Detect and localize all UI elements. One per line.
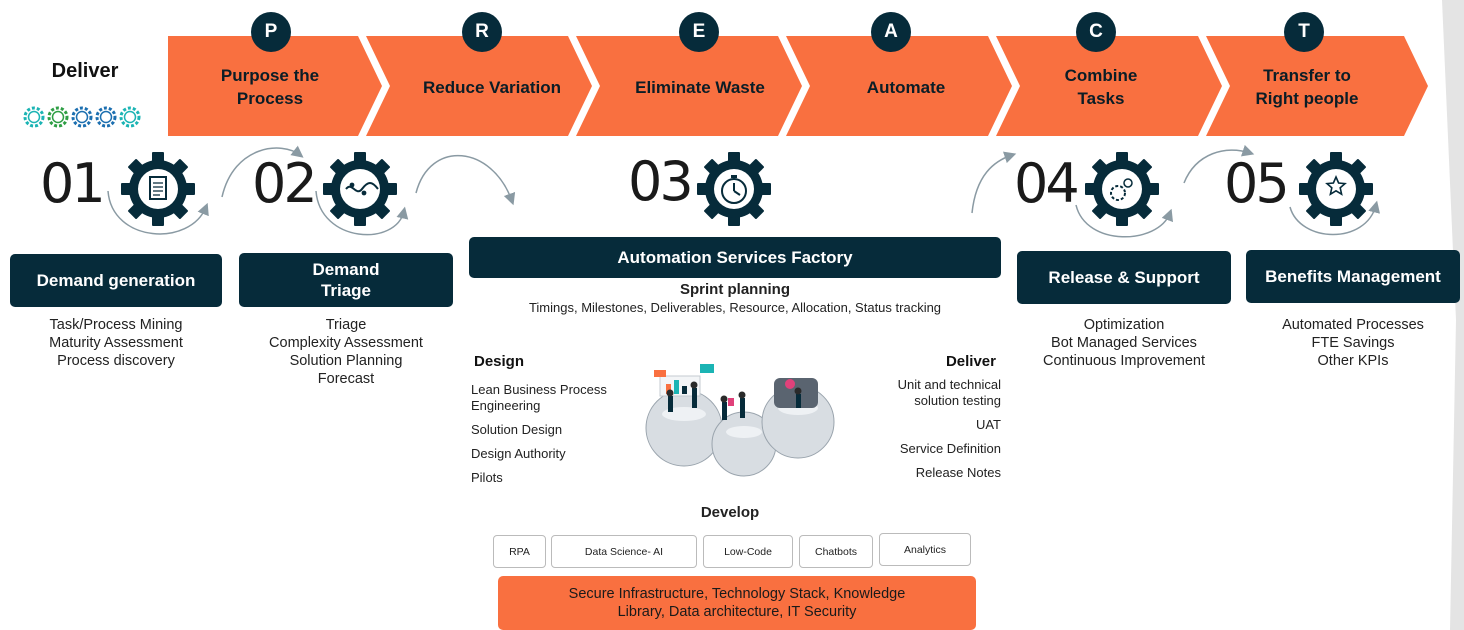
design-item: Lean Business Process Engineering xyxy=(471,382,607,413)
deliver-item: Service Definition xyxy=(899,441,1001,456)
stage-number-05: 05 xyxy=(1224,152,1290,215)
benefits-management-box: Benefits Management xyxy=(1246,250,1460,303)
design-item: Design Authority xyxy=(471,446,566,461)
infrastructure-box: Secure Infrastructure, Technology Stack,… xyxy=(498,576,976,630)
design-title: Design xyxy=(474,353,525,370)
develop-pill-low-code: Low-Code xyxy=(703,535,793,568)
automation-services-factory-box: Automation Services Factory xyxy=(469,237,1001,278)
chevron-a xyxy=(786,36,1012,136)
letter-p-badge: P xyxy=(251,12,291,52)
letter-c-badge: C xyxy=(1076,12,1116,52)
chevron-e xyxy=(576,36,802,136)
demand-generation-box: Demand generation xyxy=(10,254,222,307)
deliver-item: UAT xyxy=(975,417,1001,432)
deliver-column-title: Deliver xyxy=(945,353,996,370)
chevron-t xyxy=(1206,36,1428,136)
stage-number-03: 03 xyxy=(628,150,694,213)
flow-gear-icon xyxy=(323,152,397,226)
stage-gears-layer xyxy=(107,144,1380,238)
release-support-box: Release & Support xyxy=(1017,251,1231,304)
chevron-label-eliminate: Eliminate Waste xyxy=(635,77,765,97)
stars-gear-icon xyxy=(1299,152,1373,226)
deliver-item: Release Notes xyxy=(915,465,1001,480)
team-gears-illustration xyxy=(645,364,835,477)
develop-pill-chatbots: Chatbots xyxy=(799,535,873,568)
deliver-heading: Deliver xyxy=(51,60,119,82)
gears-row-icon xyxy=(23,106,141,128)
design-item: Pilots xyxy=(471,470,503,485)
stage-number-01: 01 xyxy=(40,152,106,215)
letter-r-badge: R xyxy=(462,12,502,52)
right-edge-band xyxy=(1442,0,1464,630)
letter-t-badge: T xyxy=(1284,12,1324,52)
letter-a-badge: A xyxy=(871,12,911,52)
deliver-item: Unit and technical solution testing xyxy=(897,377,1001,408)
develop-title: Develop xyxy=(700,504,760,521)
document-gear-icon xyxy=(121,152,195,226)
design-item: Solution Design xyxy=(471,422,563,437)
settings-gear-icon xyxy=(1085,152,1159,226)
develop-pill-analytics: Analytics xyxy=(879,533,971,566)
stage-number-04: 04 xyxy=(1014,152,1080,215)
chevron-label-reduce: Reduce Variation xyxy=(423,77,561,97)
stopwatch-gear-icon xyxy=(697,152,771,226)
chevron-c xyxy=(996,36,1222,136)
chevron-p xyxy=(168,36,382,136)
develop-pill-data-science: Data Science- AI xyxy=(551,535,697,568)
prepact-chevron-band xyxy=(168,36,1428,136)
chevron-r xyxy=(366,36,592,136)
chevron-label-automate: Automate xyxy=(866,77,946,97)
develop-pill-rpa: RPA xyxy=(493,535,546,568)
letter-e-badge: E xyxy=(679,12,719,52)
sprint-planning-items: Timings, Milestones, Deliverables, Resou… xyxy=(528,300,942,315)
sprint-planning-title: Sprint planning xyxy=(680,281,790,298)
stage-number-02: 02 xyxy=(252,152,318,215)
